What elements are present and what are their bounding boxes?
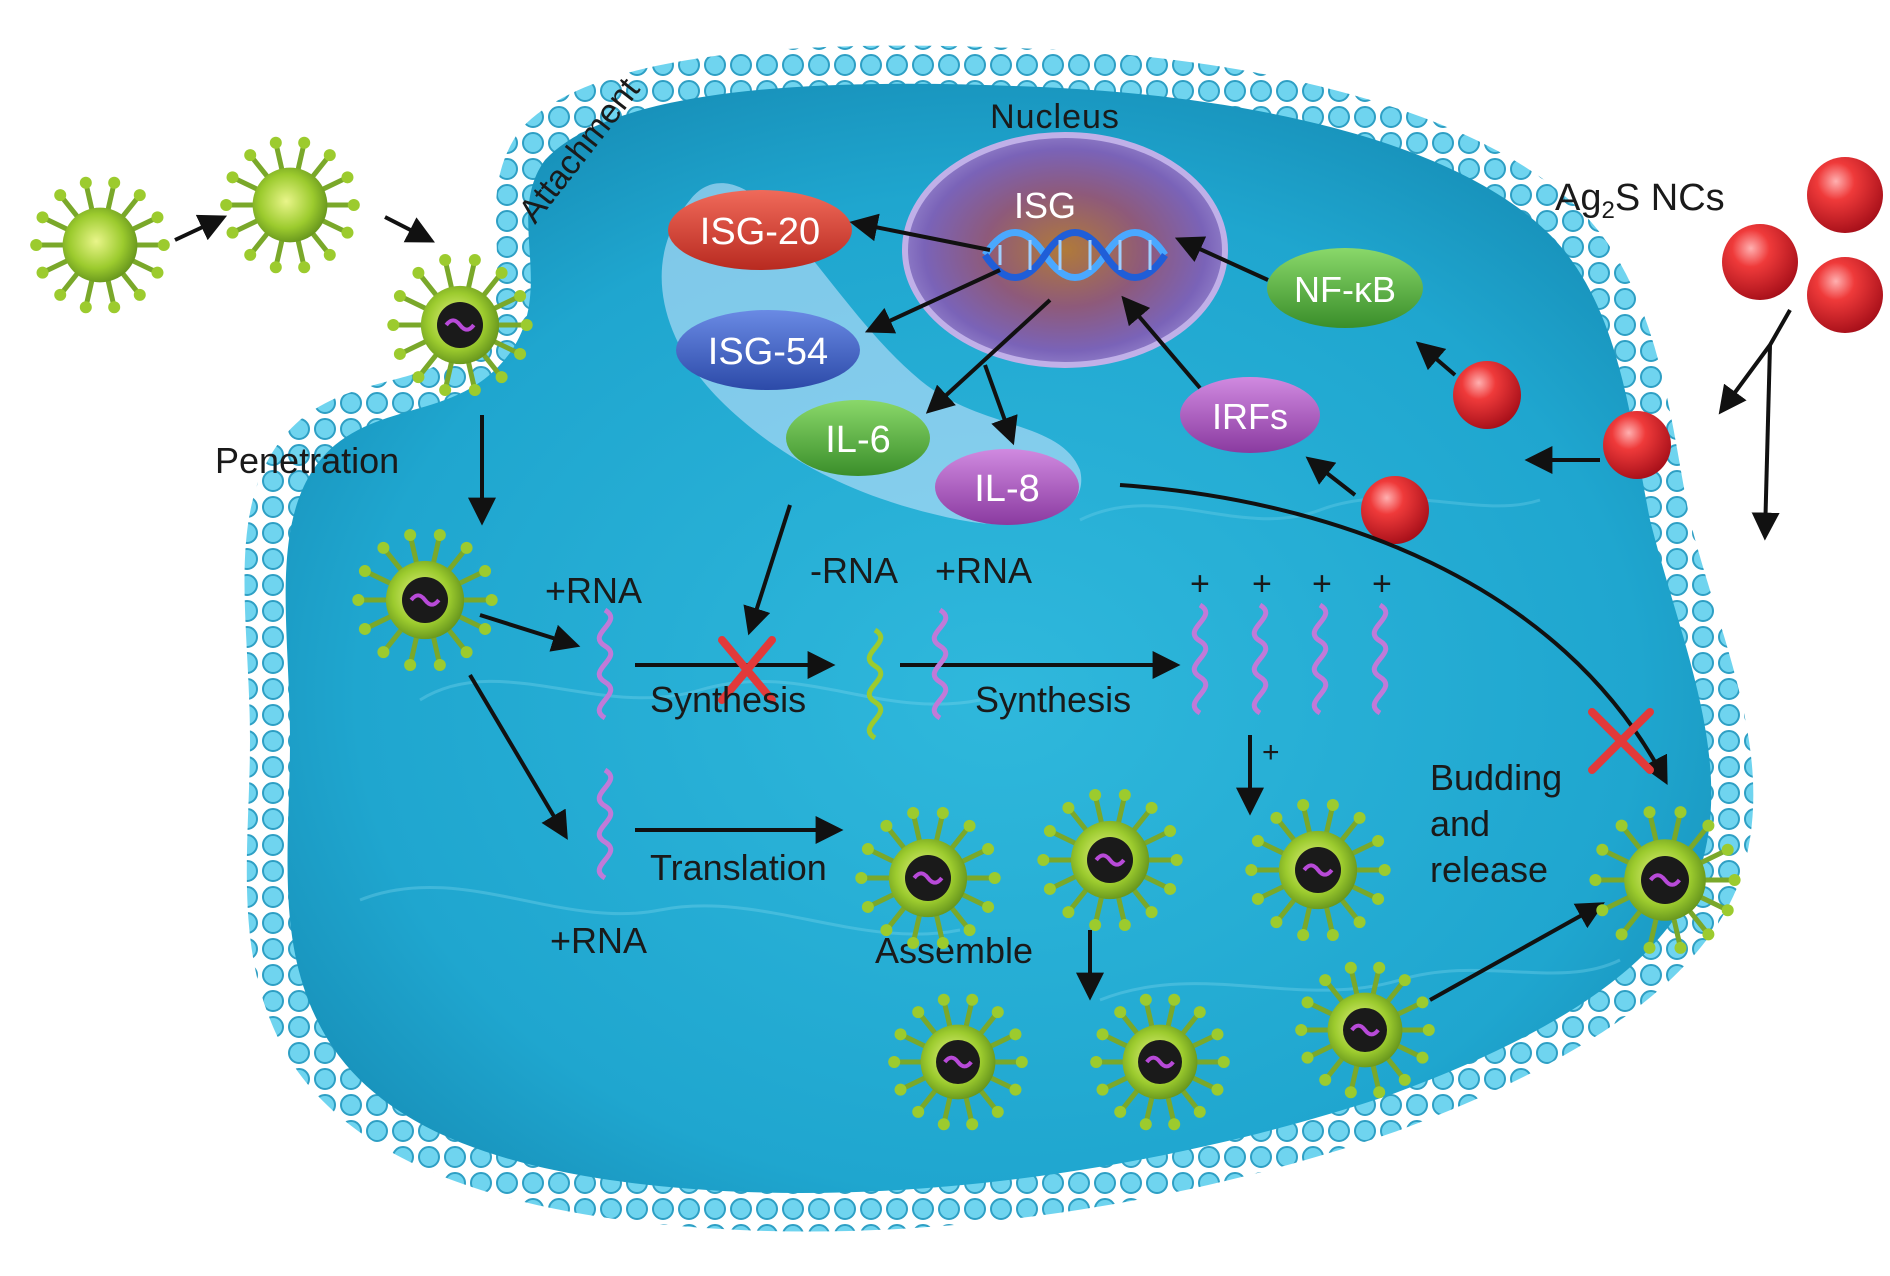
virus-icon [387,253,533,397]
rna-strand-icon [1251,602,1269,716]
plus-rna-label: +RNA [935,550,1032,591]
arrow [1718,309,1792,415]
synthesis-label: Synthesis [650,679,806,720]
arrow [1415,341,1457,377]
arrow [983,364,1018,446]
arrow [1174,236,1269,282]
inhibit-x-icon [718,636,776,704]
svg-text:IL-6: IL-6 [825,419,890,461]
plus-rna-label: +RNA [545,570,642,611]
arrow [1429,902,1605,1002]
plus-mark: + [1252,565,1272,603]
nanocrystal-icon [1807,157,1883,233]
il6-pill: IL-6 [786,400,930,476]
rna-strand-icon [596,607,614,721]
inhibit-x-icon [1588,708,1654,774]
nucleus-label: Nucleus [990,98,1120,136]
virus-icon [1295,961,1435,1099]
minus-rna-label: -RNA [810,550,898,591]
nanocrystal-icon [1361,476,1429,544]
irfs-pill: IRFs [1180,377,1320,453]
plus-mark: + [1312,565,1332,603]
svg-text:ISG-54: ISG-54 [708,331,828,373]
nanocrystal-icon [1603,411,1671,479]
virus-icon [1589,806,1741,954]
virus-icon [888,993,1028,1131]
nanocrystal-icon [1722,224,1798,300]
rna-strands [596,602,1389,881]
rna-strand-icon [596,767,614,881]
arrow [743,504,792,636]
ag2s-label: Ag2S NCs [1555,177,1725,224]
virus-icon [352,528,498,672]
isg-label: ISG [1014,185,1076,226]
arrow [1751,344,1780,541]
rna-strand-icon [1371,602,1389,716]
virus-icon [1090,993,1230,1131]
plus-mark: + [1372,565,1392,603]
il8-pill: IL-8 [935,449,1079,525]
virus-icon [855,806,1001,950]
svg-text:IRFs: IRFs [1212,396,1288,437]
plus-mark-small: + [1262,736,1280,769]
arrow [384,215,435,243]
isg20-pill: ISG-20 [668,190,852,270]
svg-text:NF-κB: NF-κB [1294,269,1396,310]
virus-icon [1037,788,1183,932]
dna-helix-icon [982,229,1168,281]
arrows [174,213,1792,1002]
arrow [1121,295,1202,390]
translation-label: Translation [650,847,827,888]
plus-rna-label: +RNA [550,920,647,961]
assemble-label: Assemble [875,930,1033,971]
penetration-label: Penetration [215,440,399,481]
rna-strand-icon [931,607,949,721]
rna-strand-icon [1311,602,1329,716]
svg-text:IL-8: IL-8 [974,468,1039,510]
virus-icon [30,176,170,314]
budding-label: Budding [1430,757,1562,798]
nanocrystal-cluster [1361,157,1883,544]
svg-text:ISG-20: ISG-20 [700,211,820,253]
arrow [468,673,568,840]
nucleus [902,132,1228,368]
arrow [174,214,228,242]
nanocrystal-icon [1807,257,1883,333]
nfkb-pill: NF-κB [1267,248,1423,328]
isg54-pill: ISG-54 [676,310,860,390]
arrow [1305,456,1357,497]
plus-mark: + [1190,565,1210,603]
virus-icon [220,136,360,274]
rna-strand-icon [866,627,884,741]
and-label: and [1430,803,1490,844]
nanocrystal-icon [1453,361,1521,429]
arrow [864,268,1001,334]
arrow [925,298,1052,414]
release-label: release [1430,849,1548,890]
virus-icon [1245,798,1391,942]
synthesis-label: Synthesis [975,679,1131,720]
arrow [1119,483,1668,785]
arrow [479,613,581,652]
arrow [849,213,991,252]
rna-strand-icon [1191,602,1209,716]
virus-layer [30,136,1741,1131]
